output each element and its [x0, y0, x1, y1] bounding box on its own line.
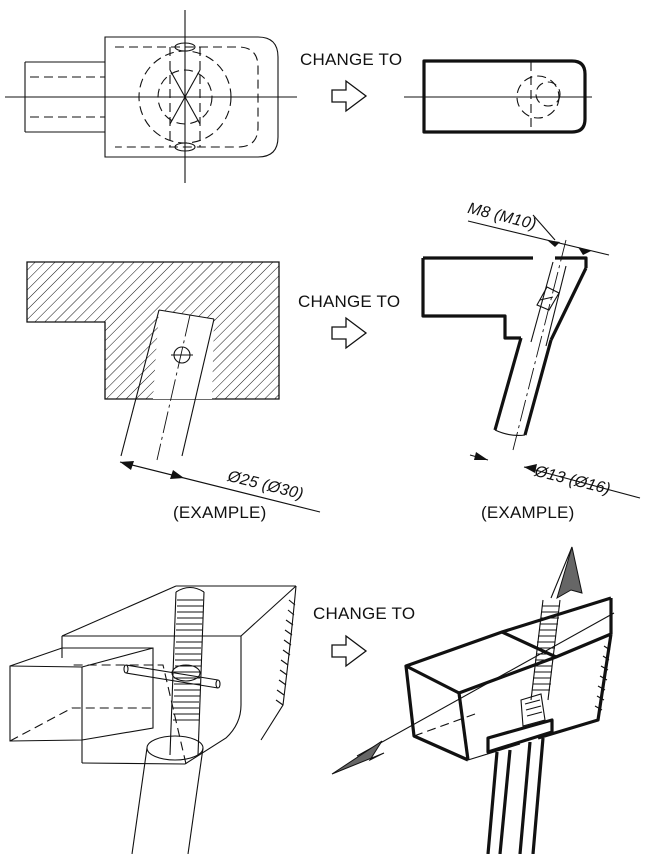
changed-section-view: [421, 214, 641, 499]
original-isometric-view: [9, 585, 297, 855]
change-to-label: CHANGE TO: [300, 50, 403, 69]
change-arrow-icon: [331, 634, 368, 668]
change-to-label: CHANGE TO: [298, 292, 401, 311]
change-arrow-icon: [331, 79, 368, 113]
changed-part-top-view: [404, 59, 592, 134]
change-to-label: CHANGE TO: [313, 604, 416, 623]
example-label: (EXAMPLE): [481, 503, 575, 522]
change-arrow-icon: [331, 316, 368, 350]
example-label: (EXAMPLE): [173, 503, 267, 522]
original-part-top-view: [5, 10, 297, 183]
original-section-view: [26, 261, 321, 513]
changed-isometric-view: [331, 546, 615, 855]
